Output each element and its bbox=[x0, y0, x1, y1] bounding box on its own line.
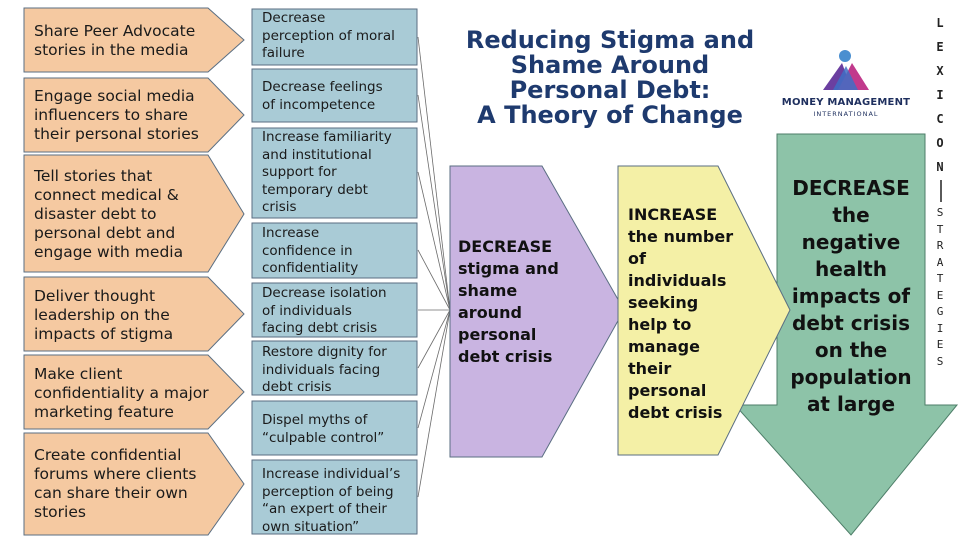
outcome-label: Decrease isolation of individuals facing… bbox=[262, 285, 387, 336]
activity-arrow-2 bbox=[23, 77, 245, 153]
brand-letter: A bbox=[936, 255, 944, 269]
outcome-box-6 bbox=[251, 340, 418, 396]
outcome-label: Restore dignity for individuals facing d… bbox=[262, 344, 387, 395]
brand-letter: R bbox=[936, 239, 944, 252]
activity-arrow-1 bbox=[23, 7, 245, 73]
brand-letter: L bbox=[936, 16, 944, 30]
brand-letter: S bbox=[936, 354, 944, 368]
brand-letter: I bbox=[936, 321, 944, 335]
logo-name: MONEY MANAGEMENT bbox=[781, 97, 911, 108]
outcome-label: Decrease feelings of incompetence bbox=[262, 79, 383, 113]
outcome-label: Increase familiarity and institutional s… bbox=[262, 129, 392, 215]
brand-letter: G bbox=[936, 305, 944, 318]
outcome-box-8 bbox=[251, 459, 418, 535]
brand-letter: N bbox=[936, 160, 944, 174]
help-goal-text: INCREASE the number of individuals seeki… bbox=[628, 205, 734, 422]
brand-letter: O bbox=[936, 136, 944, 150]
activity-label: Engage social media influencers to share… bbox=[34, 87, 199, 143]
brand-letter: I bbox=[936, 88, 944, 102]
stigma-block bbox=[449, 165, 625, 458]
outcome-box-1 bbox=[251, 8, 418, 66]
activity-label: Share Peer Advocate stories in the media bbox=[34, 22, 196, 59]
outcome-label: Decrease perception of moral failure bbox=[262, 10, 395, 61]
activity-label: Deliver thought leadership on the impact… bbox=[34, 287, 174, 343]
outcome-label: Increase individual’s perception of bein… bbox=[262, 466, 401, 535]
activity-arrow-6 bbox=[23, 432, 245, 536]
logo-mark bbox=[823, 50, 869, 90]
brand-letter: T bbox=[936, 272, 944, 285]
brand-letter: E bbox=[936, 40, 944, 54]
brand-letter: C bbox=[936, 112, 944, 126]
outcome-box-5 bbox=[251, 282, 418, 338]
outcome-box-3 bbox=[251, 127, 418, 219]
brand-letter: E bbox=[936, 288, 944, 302]
help-block bbox=[617, 165, 791, 456]
activity-label: Tell stories that connect medical & disa… bbox=[34, 167, 184, 261]
brand-letter: S bbox=[936, 206, 944, 219]
outcome-box-2 bbox=[251, 68, 418, 123]
outcome-label: Dispel myths of “culpable control” bbox=[262, 412, 385, 446]
activity-arrow-3 bbox=[23, 154, 245, 273]
activity-label: Create confidential forums where clients… bbox=[34, 446, 197, 521]
brand-letter: T bbox=[936, 222, 944, 236]
logo-subtitle: INTERNATIONAL bbox=[813, 110, 879, 118]
brand-letter: E bbox=[936, 338, 944, 351]
activity-arrow-5 bbox=[23, 354, 245, 430]
activity-arrow-4 bbox=[23, 276, 245, 352]
health-goal-text: DECREASE the negative health impacts of … bbox=[790, 176, 912, 416]
outcome-box-4 bbox=[251, 222, 418, 279]
connector-lines bbox=[417, 36, 451, 498]
outcome-label: Increase confidence in confidentiality bbox=[262, 225, 359, 276]
page-title: Reducing Stigma and Shame Around Persona… bbox=[465, 26, 755, 129]
health-arrow bbox=[733, 133, 959, 536]
outcome-box-7 bbox=[251, 400, 418, 456]
brand-letter: X bbox=[936, 64, 944, 78]
activity-label: Make client confidentiality a major mark… bbox=[34, 365, 209, 421]
stigma-goal-text: DECREASE stigma and shame around persona… bbox=[458, 237, 559, 366]
